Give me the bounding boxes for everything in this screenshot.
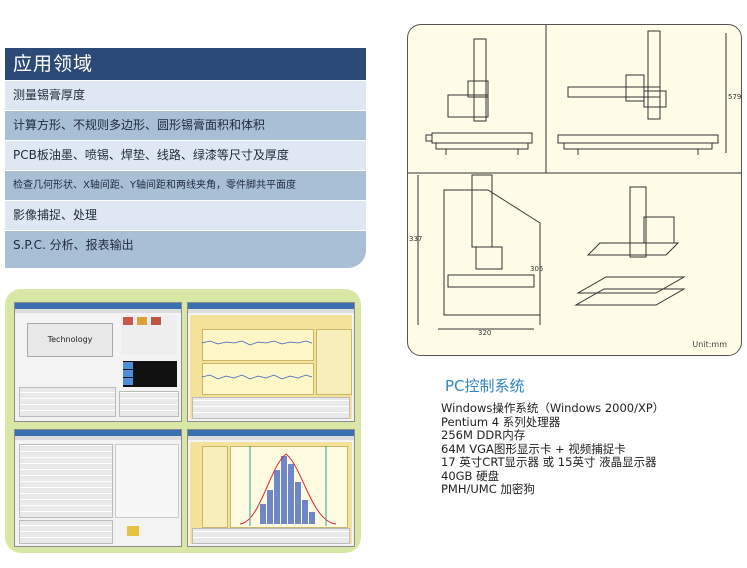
dim-label: 305 — [530, 265, 544, 273]
screenshot-histogram — [187, 429, 355, 547]
dim-label: 579 — [728, 93, 742, 101]
screenshot-main-ui: Technology — [14, 302, 182, 422]
application-item: 影像捕捉、处理 — [5, 200, 366, 230]
screenshot-data-table — [14, 429, 182, 547]
pc-spec-list: Windows操作系统（Windows 2000/XP） Pentium 4 系… — [441, 401, 665, 497]
machine-drawings — [408, 25, 741, 330]
pc-spec-item: 40GB 硬盘 — [441, 468, 500, 483]
dim-label: 337 — [409, 235, 423, 243]
applications-title: 应用领域 — [5, 48, 366, 80]
technology-label: Technology — [27, 323, 113, 357]
pc-spec-item: 17 英寸CRT显示器 或 15英寸 液晶显示器 — [441, 455, 657, 469]
pc-spec-item: 256M DDR内存 — [441, 428, 526, 442]
histogram-bars — [239, 446, 337, 526]
pc-spec-item: PMH/UMC 加密狗 — [441, 482, 535, 496]
dim-label: 320 — [478, 329, 492, 337]
application-item: S.P.C. 分析、报表输出 — [5, 230, 366, 260]
pc-spec-item: Pentium 4 系列处理器 — [441, 414, 561, 429]
pc-spec-item: 64M VGA图形显示卡 + 视频捕捉卡 — [441, 441, 626, 456]
pc-spec-item: Windows操作系统（Windows 2000/XP） — [441, 401, 665, 415]
dimension-drawing-panel: 579 337 305 320 Unit:mm — [407, 24, 742, 356]
screenshot-line-chart — [187, 302, 355, 422]
application-item: PCB板油墨、喷锡、焊垫、线路、绿漆等尺寸及厚度 — [5, 140, 366, 170]
application-item: 测量锡膏厚度 — [5, 80, 366, 110]
application-item: 检查几何形状、X轴间距、Y轴间距和两线夹角，零件脚共平面度 — [5, 170, 366, 200]
trend-lines — [202, 340, 312, 380]
unit-label: Unit:mm — [692, 340, 727, 349]
pc-system-title: PC控制系统 — [445, 377, 525, 395]
software-screenshots: Technology — [5, 289, 361, 553]
application-item: 计算方形、不规则多边形、圆形锡膏面积和体积 — [5, 110, 366, 140]
applications-panel: 应用领域 测量锡膏厚度 计算方形、不规则多边形、圆形锡膏面积和体积 PCB板油墨… — [5, 48, 366, 268]
